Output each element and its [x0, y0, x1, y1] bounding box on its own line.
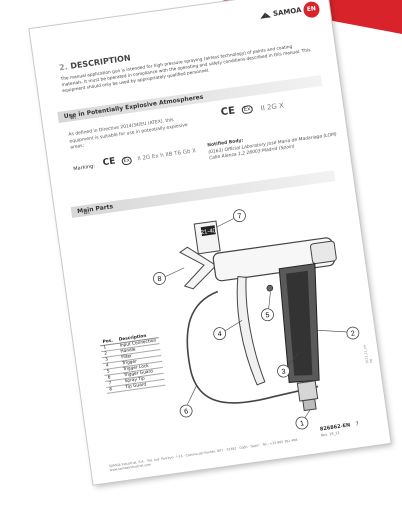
ex-hexagon-icon: Ex: [241, 104, 254, 115]
subsection-a-letter: a.: [69, 113, 77, 122]
callout-5-label: 5: [265, 312, 270, 319]
section-number: 2.: [58, 62, 69, 73]
callout-2: 2: [316, 326, 360, 340]
input-fitting-shape: [302, 398, 317, 412]
callout-4: 4: [213, 320, 243, 341]
manual-page: ◢◣ SAMOA EN 2. DESCRIPTION The manual ap…: [29, 0, 391, 485]
atex-class: II 2G X: [260, 101, 285, 113]
spray-gun-diagram: 21-40 1 2: [153, 209, 360, 430]
filter-shape: [285, 270, 313, 376]
callout-7: 7: [216, 209, 246, 228]
page-number: 7: [355, 421, 360, 428]
trigger-guard-shape: [186, 290, 319, 404]
marking-ex-icon: Ex: [121, 156, 133, 166]
brand-name: SAMOA: [272, 6, 303, 19]
tip-label: 21-40: [200, 228, 217, 236]
callout-1: 1: [295, 409, 311, 430]
callout-3: 3: [277, 352, 300, 378]
gun-head-shape: [309, 240, 337, 265]
trigger-lock-shape: [266, 284, 274, 292]
trigger-shape: [236, 275, 266, 386]
tip-guard-shape: [179, 246, 217, 290]
callout-8-label: 8: [157, 276, 162, 283]
marking-label: Marking:: [72, 163, 96, 173]
callout-5: 5: [261, 292, 274, 322]
callout-6-label: 6: [184, 408, 189, 415]
tip-label-plate: [200, 225, 216, 237]
samoa-logo-icon: ◢◣: [259, 10, 272, 20]
ce-mark: CE: [220, 105, 236, 119]
directive-text: As defined in Directive 2014/34/EU (ATEX…: [68, 117, 188, 151]
callout-1-label: 1: [300, 420, 305, 427]
spray-tip-shape: [193, 220, 221, 255]
input-connection-shape: [296, 380, 319, 402]
marking-value: II 2G Ex h IIB T6 Gb X: [137, 148, 197, 163]
callout-8: 8: [153, 267, 185, 285]
callout-6: 6: [179, 385, 197, 418]
callout-7-label: 7: [237, 213, 242, 220]
callout-4-label: 4: [217, 331, 222, 338]
callout-2-label: 2: [351, 330, 356, 337]
language-badge: EN: [302, 0, 321, 19]
subsection-b-letter: b.: [83, 208, 91, 217]
callout-3-label: 3: [281, 368, 286, 375]
marking-ce-mark: CE: [102, 156, 117, 169]
brand-logo: ◢◣ SAMOA: [259, 6, 302, 20]
